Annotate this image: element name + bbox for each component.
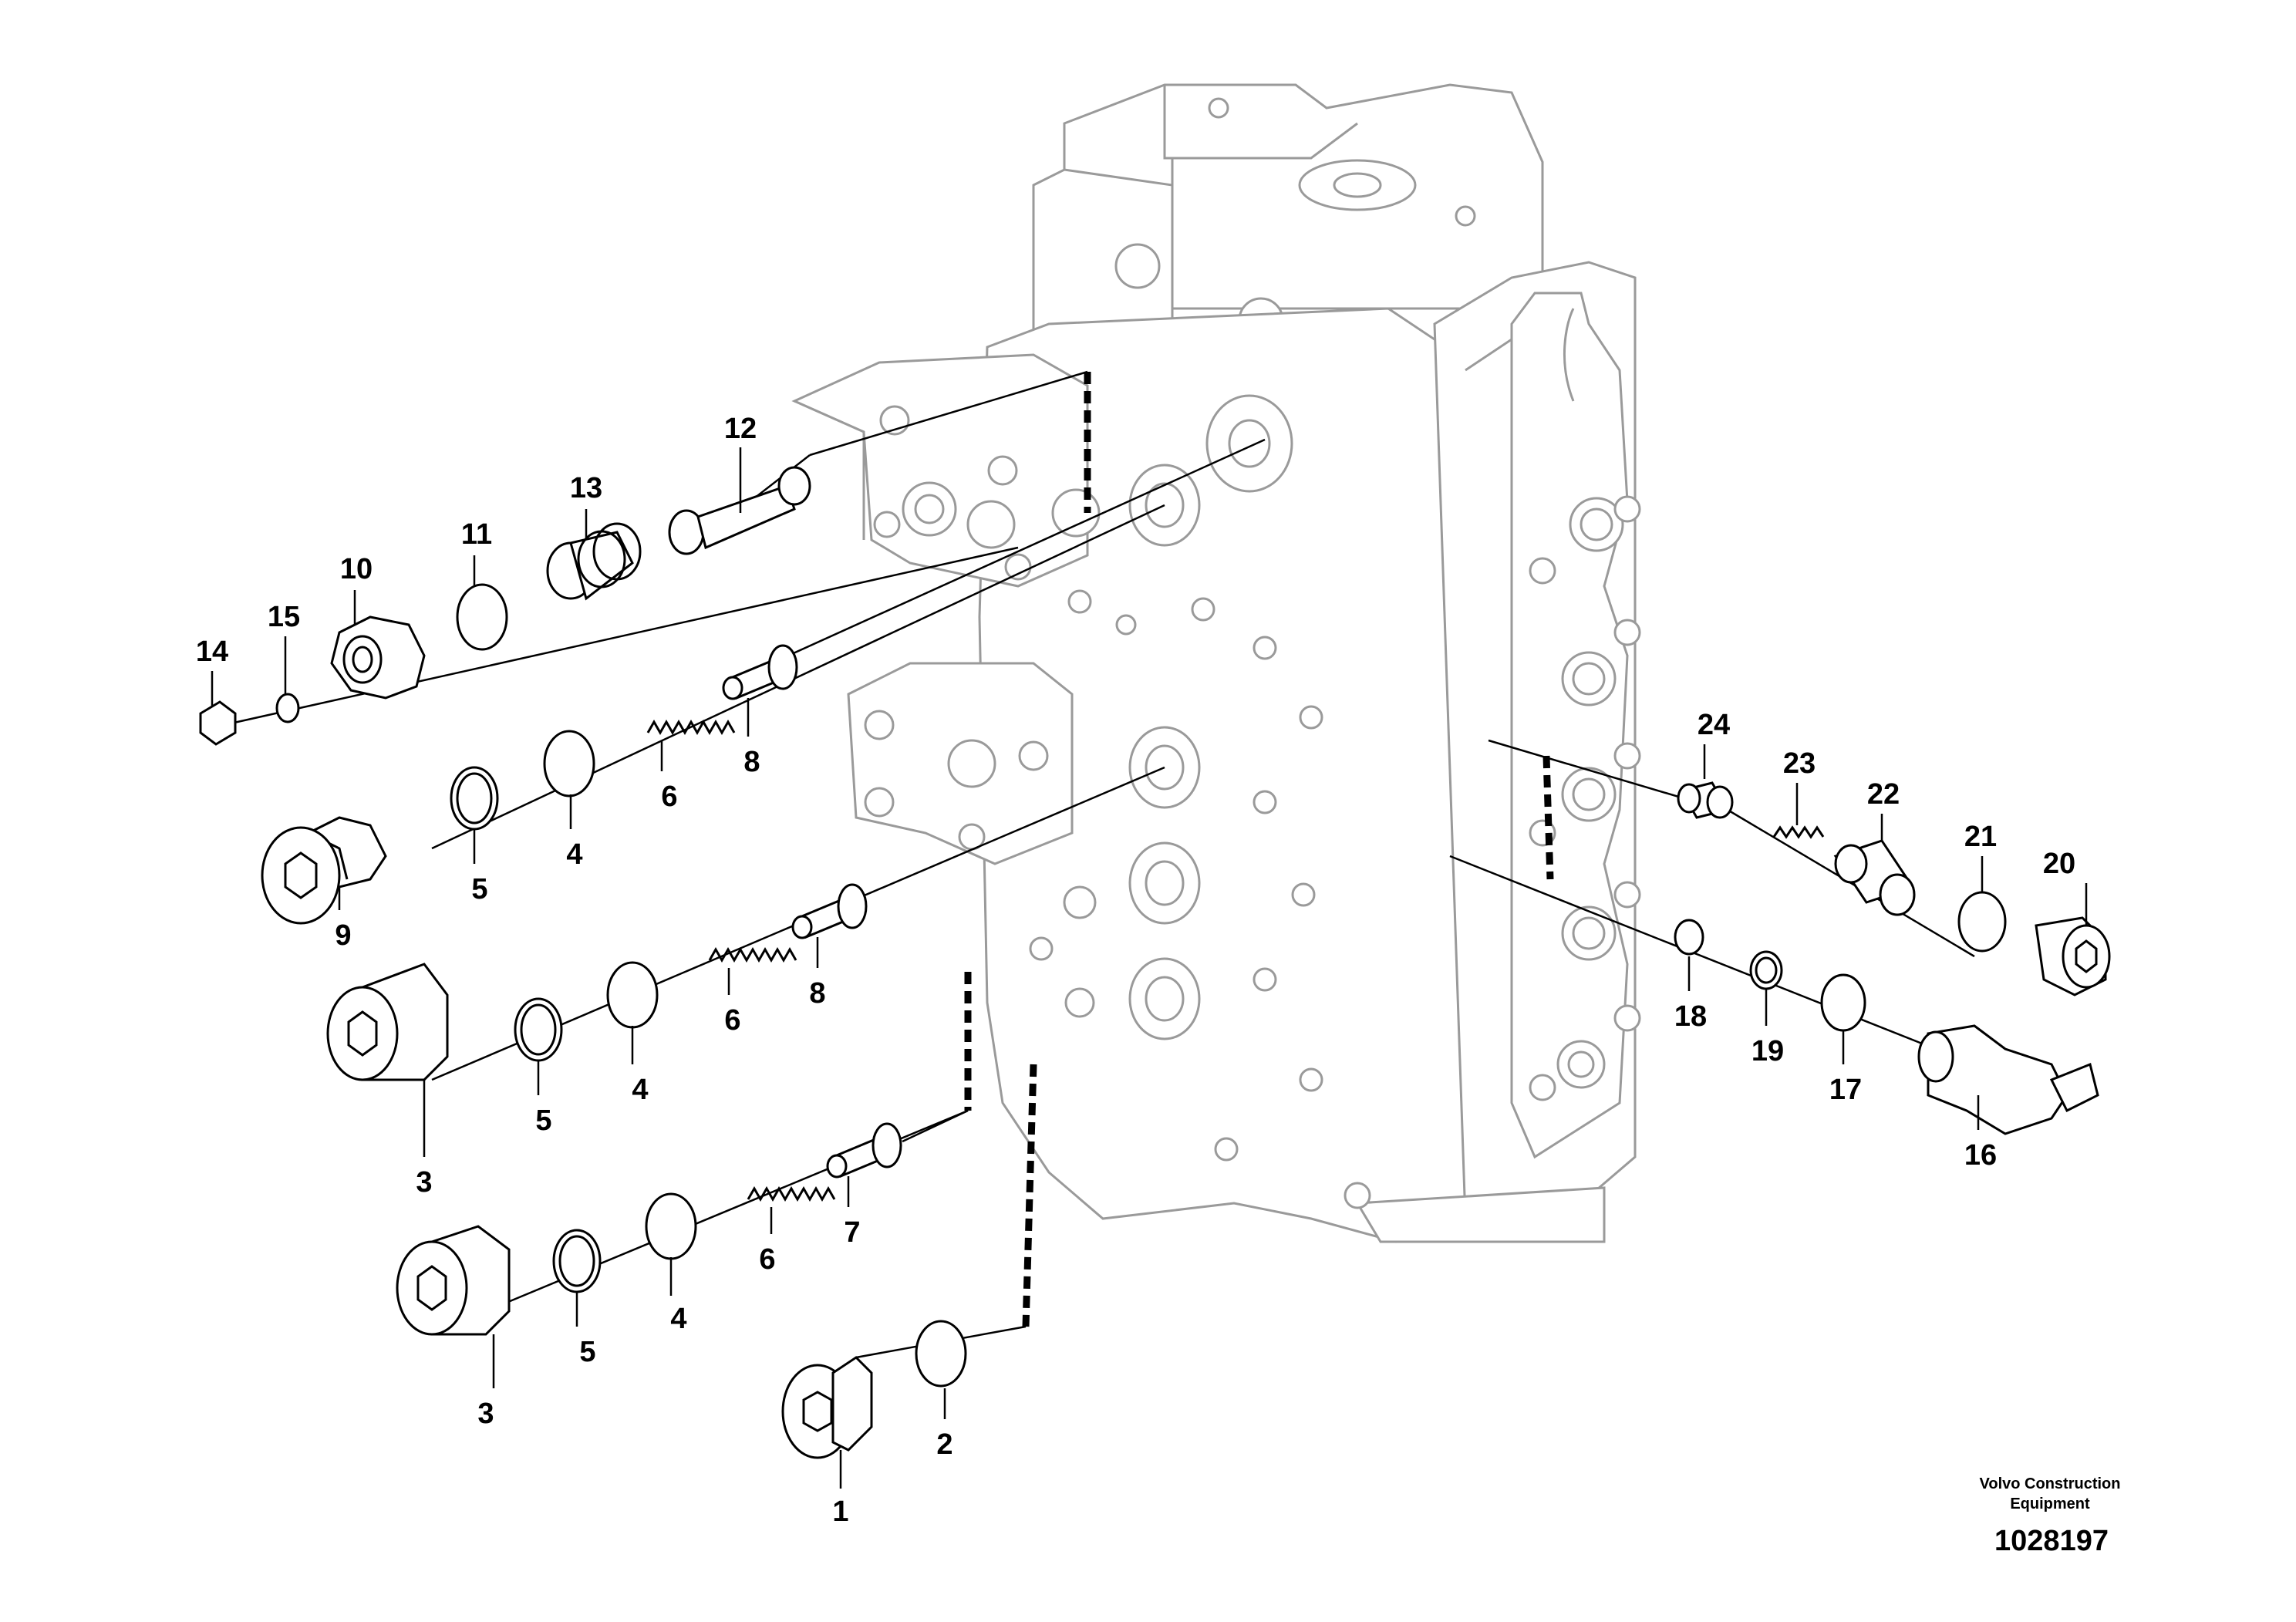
callout-1: 1 <box>832 1496 848 1528</box>
callout-24: 24 <box>1698 709 1730 741</box>
part-o-ring-4b <box>606 961 659 1029</box>
footer-block: Volvo Construction Equipment 1028197 <box>1980 1475 2121 1557</box>
part-ring-18 <box>1674 919 1704 956</box>
part-nut-10 <box>330 615 426 700</box>
callout-6a: 6 <box>661 781 677 813</box>
callout-9: 9 <box>335 919 351 952</box>
part-o-ring-11 <box>456 583 508 651</box>
part-plug-3a <box>326 963 449 1081</box>
callout-4c: 4 <box>670 1303 686 1335</box>
callout-6b: 6 <box>724 1004 740 1037</box>
assembly-dashed-lines <box>964 372 1554 1327</box>
callout-10: 10 <box>340 553 373 585</box>
callout-22: 22 <box>1867 778 1900 811</box>
part-spring-6a <box>646 719 736 736</box>
part-o-ring-21 <box>1957 891 2007 953</box>
part-plug-9 <box>261 816 387 925</box>
callout-6c: 6 <box>759 1243 775 1276</box>
part-cap-14 <box>199 700 237 746</box>
callout-ticks <box>211 447 2088 1489</box>
callout-2: 2 <box>936 1428 952 1461</box>
callout-5a: 5 <box>471 873 487 905</box>
part-backup-ring-5c <box>552 1229 602 1293</box>
callout-4a: 4 <box>566 838 582 871</box>
part-poppet-7 <box>826 1122 902 1179</box>
callout-4b: 4 <box>632 1074 648 1106</box>
callout-13: 13 <box>570 472 602 504</box>
callout-20: 20 <box>2043 848 2075 880</box>
callout-5c: 5 <box>579 1336 595 1368</box>
part-o-ring-4c <box>645 1192 697 1260</box>
callout-14: 14 <box>196 636 228 668</box>
part-sleeve-22 <box>1833 839 1916 916</box>
part-piston-24 <box>1677 781 1734 819</box>
callout-labels: 1 2 3 3 4 4 4 5 5 5 6 6 6 7 8 8 9 10 11 … <box>196 413 2075 1528</box>
callout-3b: 3 <box>477 1398 494 1430</box>
part-backup-ring-19 <box>1749 950 1783 990</box>
callout-16: 16 <box>1964 1139 1997 1172</box>
callout-23: 23 <box>1783 747 1816 780</box>
part-poppet-8a <box>722 644 798 700</box>
callout-15: 15 <box>268 601 300 633</box>
document-number: 1028197 <box>1994 1525 2109 1557</box>
callout-7: 7 <box>844 1216 860 1249</box>
callout-17: 17 <box>1829 1074 1862 1106</box>
part-spring-6b <box>708 946 797 963</box>
brand-line-1: Volvo Construction <box>1980 1475 2121 1492</box>
callout-11: 11 <box>461 518 492 551</box>
part-backup-ring-5b <box>514 997 563 1062</box>
part-spool-12 <box>668 466 811 555</box>
part-o-ring-2 <box>915 1320 967 1388</box>
callout-3a: 3 <box>416 1166 432 1199</box>
callout-5b: 5 <box>535 1104 551 1137</box>
part-o-ring-4a <box>543 730 595 798</box>
part-o-ring-17 <box>1820 973 1866 1032</box>
part-poppet-8b <box>791 883 868 939</box>
callout-18: 18 <box>1674 1000 1707 1033</box>
part-spring-6c <box>747 1185 836 1202</box>
part-ring-15 <box>275 693 300 723</box>
brand-line-2: Equipment <box>2010 1496 2090 1512</box>
control-valve-body <box>791 83 1641 1243</box>
part-backup-ring-5a <box>450 766 499 831</box>
part-plug-3b <box>396 1225 511 1336</box>
callout-12: 12 <box>724 413 757 445</box>
part-sensor-16 <box>1917 1024 2099 1135</box>
callout-8a: 8 <box>743 746 760 778</box>
part-spring-guide-13 <box>546 522 642 601</box>
part-plug-20 <box>2035 916 2111 996</box>
callout-21: 21 <box>1964 821 1997 853</box>
part-spring-23 <box>1772 825 1825 839</box>
part-plug-1 <box>781 1356 873 1459</box>
callout-8b: 8 <box>809 977 825 1010</box>
callout-19: 19 <box>1752 1035 1784 1067</box>
